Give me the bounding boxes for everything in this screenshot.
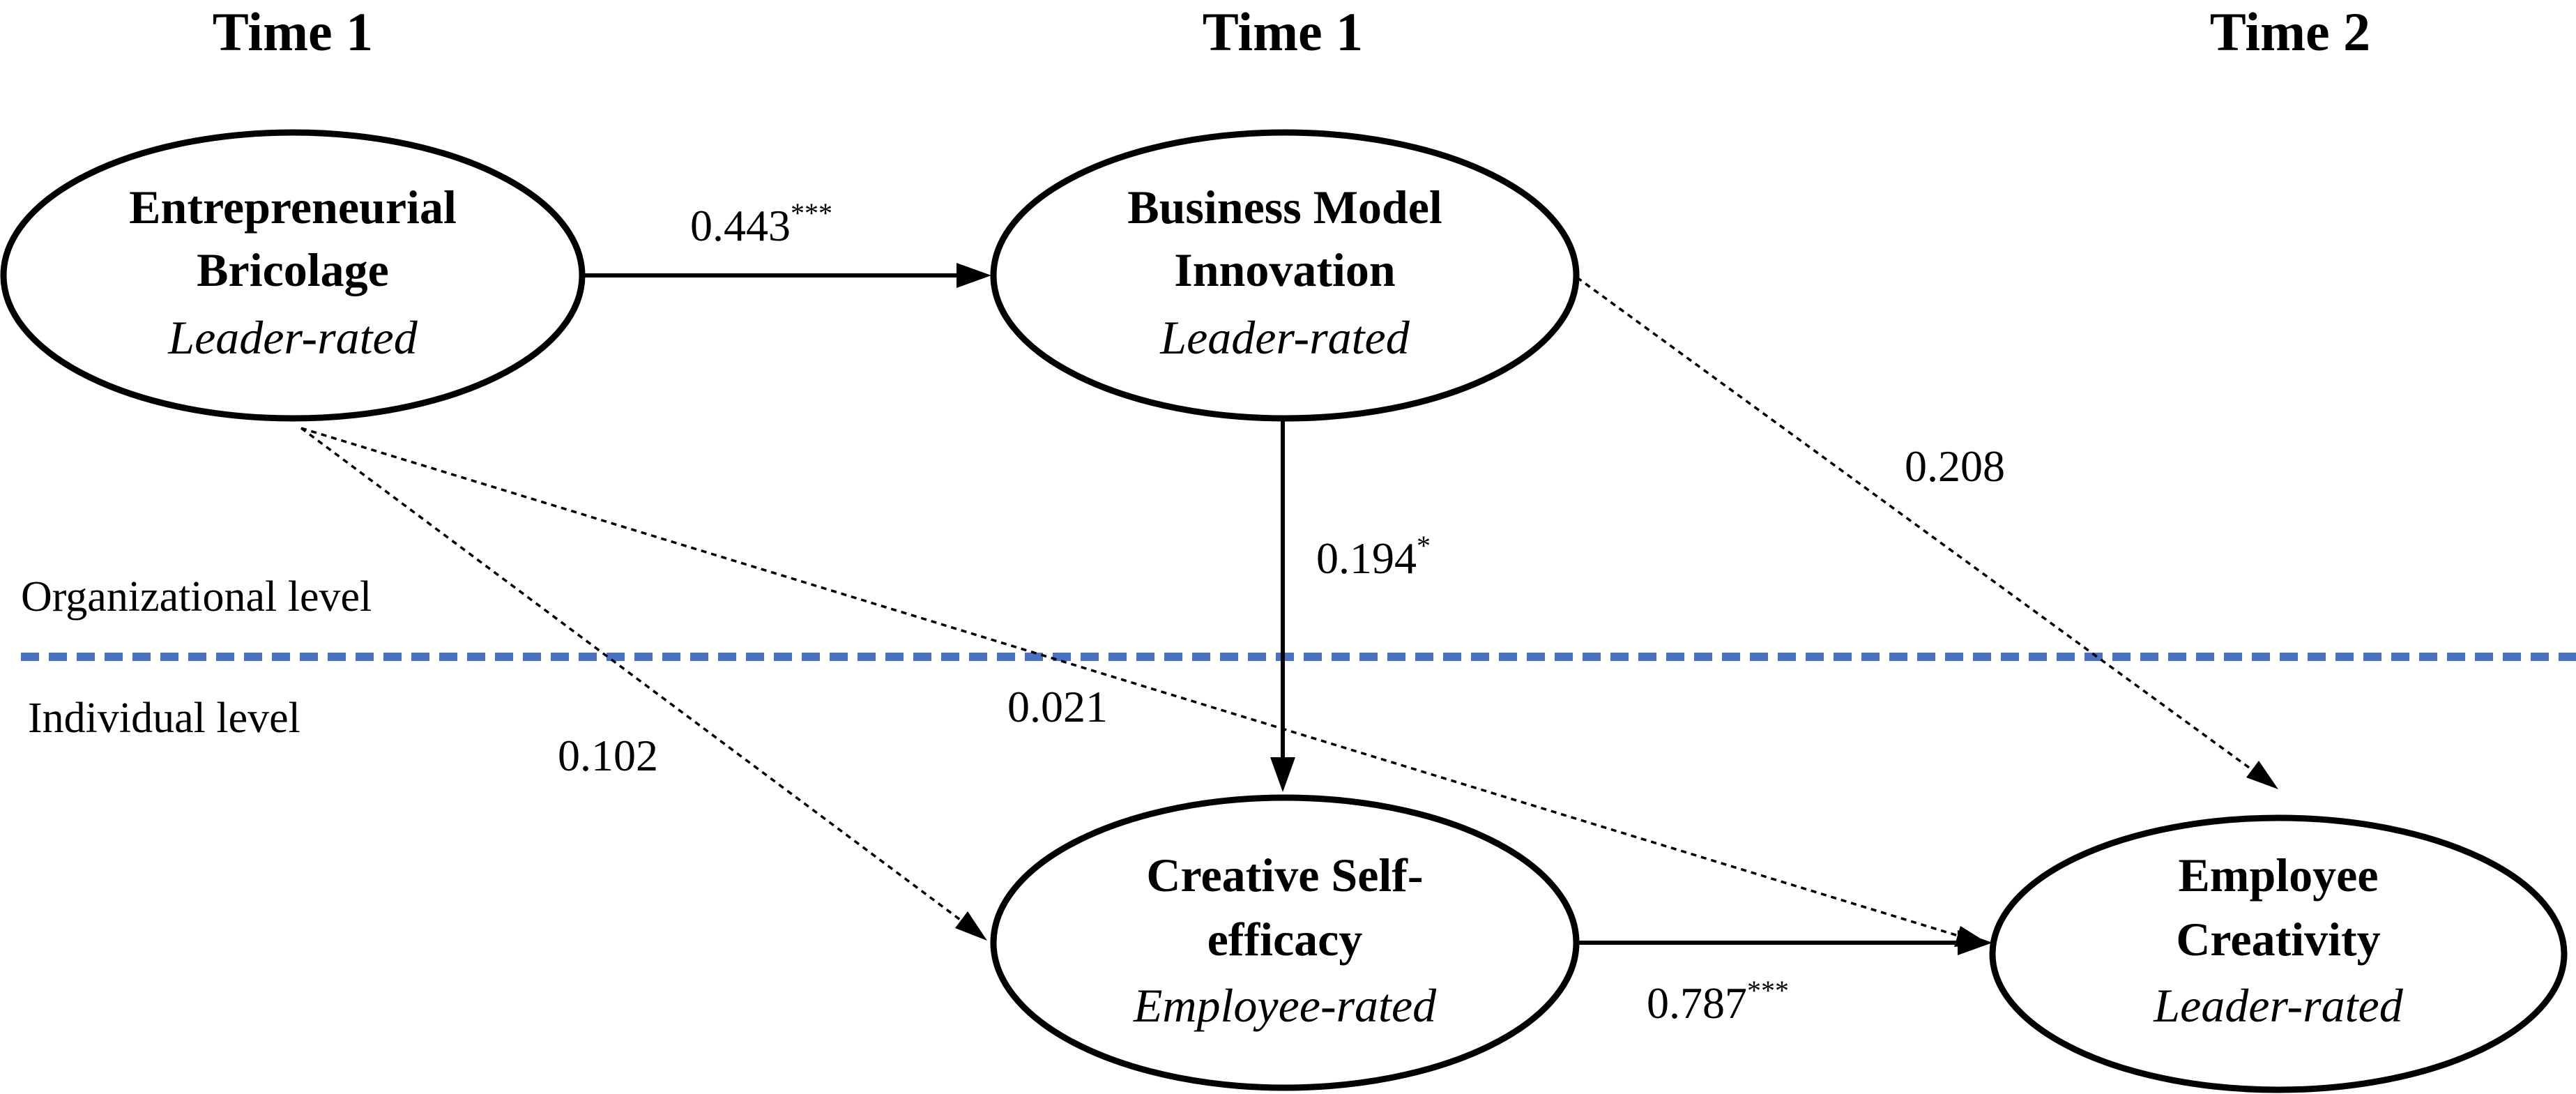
node-business-model-innovation: Business Model Innovation Leader-rated bbox=[990, 129, 1580, 422]
node-bmi-line2: Innovation bbox=[1174, 243, 1395, 296]
node-employee-creativity: Employee Creativity Leader-rated bbox=[1989, 814, 2568, 1093]
coef-cse-to-ec-sig: *** bbox=[1747, 975, 1789, 1006]
node-bmi-rater: Leader-rated bbox=[1159, 311, 1410, 364]
arrowhead-eb-to-bmi bbox=[957, 263, 991, 288]
arrowhead-bmi-to-cse bbox=[1270, 757, 1295, 792]
node-cse-line2: efficacy bbox=[1207, 913, 1363, 966]
coef-eb-to-bmi-sig: *** bbox=[791, 197, 832, 229]
path-eb-to-cse bbox=[300, 427, 977, 933]
organizational-level-label: Organizational level bbox=[21, 573, 372, 621]
time-label-left: Time 1 bbox=[213, 1, 373, 62]
coef-bmi-to-cse-value: 0.194 bbox=[1316, 533, 1417, 583]
coef-eb-to-bmi-value: 0.443 bbox=[690, 201, 791, 250]
coef-eb-to-ec: 0.021 bbox=[1007, 682, 1108, 731]
node-bmi-line1: Business Model bbox=[1127, 181, 1442, 234]
time-label-right: Time 2 bbox=[2210, 1, 2370, 62]
node-ec-line1: Employee bbox=[2178, 849, 2378, 902]
coef-eb-to-cse: 0.102 bbox=[558, 731, 658, 780]
arrowhead-cse-to-ec bbox=[1958, 930, 1992, 955]
arrowhead-eb-to-cse bbox=[955, 911, 987, 941]
node-creative-self-efficacy: Creative Self- efficacy Employee-rated bbox=[990, 794, 1580, 1091]
node-ec-rater: Leader-rated bbox=[2153, 979, 2403, 1032]
coef-cse-to-ec: 0.787*** bbox=[1647, 975, 1789, 1028]
node-eb-line1: Entrepreneurial bbox=[129, 181, 457, 234]
path-eb-to-ec bbox=[300, 427, 1961, 938]
arrowhead-bmi-to-ec bbox=[2246, 761, 2278, 789]
node-eb-line2: Bricolage bbox=[197, 243, 389, 296]
node-ec-line2: Creativity bbox=[2176, 913, 2380, 966]
individual-level-label: Individual level bbox=[28, 694, 300, 742]
node-entrepreneurial-bricolage: Entrepreneurial Bricolage Leader-rated bbox=[0, 129, 586, 422]
node-cse-rater: Employee-rated bbox=[1133, 979, 1437, 1032]
coef-eb-to-bmi: 0.443*** bbox=[690, 197, 832, 250]
coef-bmi-to-ec: 0.208 bbox=[1905, 441, 2005, 491]
coef-bmi-to-cse-sig: * bbox=[1417, 530, 1431, 561]
node-eb-rater: Leader-rated bbox=[167, 311, 418, 364]
coef-bmi-to-cse: 0.194* bbox=[1316, 530, 1431, 583]
path-bmi-to-ec bbox=[1576, 276, 2271, 784]
coef-cse-to-ec-value: 0.787 bbox=[1647, 978, 1747, 1028]
time-label-middle: Time 1 bbox=[1203, 1, 1363, 62]
node-cse-line1: Creative Self- bbox=[1146, 849, 1423, 902]
